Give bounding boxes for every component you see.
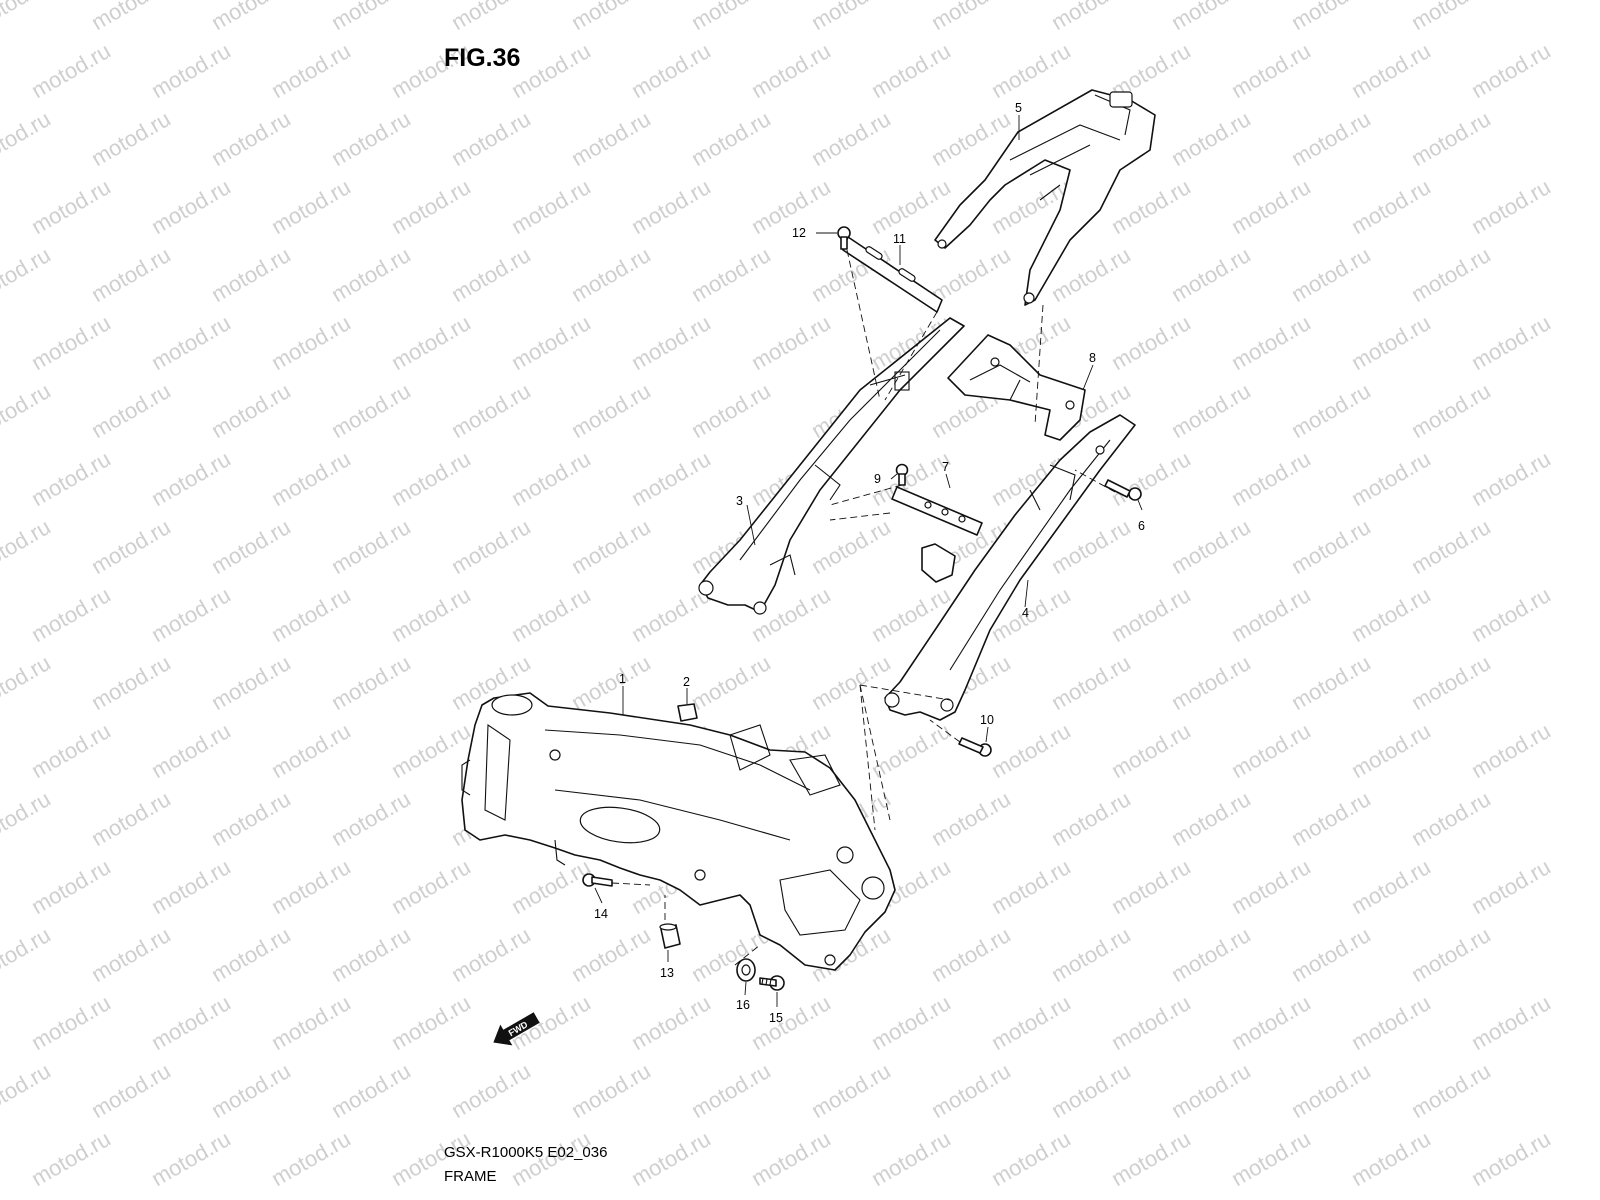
part-9-bolt [895,463,909,486]
callout-2: 2 [683,675,690,689]
part-12-bolt [837,226,851,250]
assembly-lines [611,249,1116,966]
callout-7: 7 [942,460,949,474]
figure-title: FIG.36 [444,44,521,72]
callout-labels: 1 2 3 4 5 6 7 8 9 10 11 12 13 14 15 16 [594,101,1145,1025]
callout-16: 16 [736,998,750,1012]
callout-8: 8 [1089,351,1096,365]
callout-5: 5 [1015,101,1022,115]
callout-4: 4 [1022,606,1029,620]
part-3-left-seat-rail [698,317,965,615]
part-11-plate [842,236,943,313]
callout-15: 15 [769,1011,783,1025]
model-code: GSX-R1000K5 E02_036 [444,1144,608,1161]
callout-14: 14 [594,907,608,921]
part-4-right-seat-rail [884,414,1136,721]
part-6-bolt [1104,479,1142,501]
callout-12: 12 [792,226,806,240]
callout-13: 13 [660,966,674,980]
part-1-main-frame [461,692,896,971]
fwd-arrow-icon: FWD [493,1012,540,1046]
callout-1: 1 [619,672,626,686]
callout-10: 10 [980,713,994,727]
part-5-rear-subframe [934,89,1156,306]
callout-11: 11 [893,232,906,246]
part-13-collar [659,923,681,949]
part-10-bolt [958,737,992,757]
callout-3: 3 [736,494,743,508]
part-7-plate [891,486,983,536]
callout-6: 6 [1138,519,1145,533]
part-8-bracket [947,334,1086,441]
part-2-nut [677,703,698,722]
callout-9: 9 [874,472,881,486]
part-15-bolt [759,975,785,991]
figure-name: FRAME [444,1168,497,1185]
leader-lines [594,115,1143,1007]
part-14-bolt [582,873,613,887]
part-16-washer [736,958,756,982]
